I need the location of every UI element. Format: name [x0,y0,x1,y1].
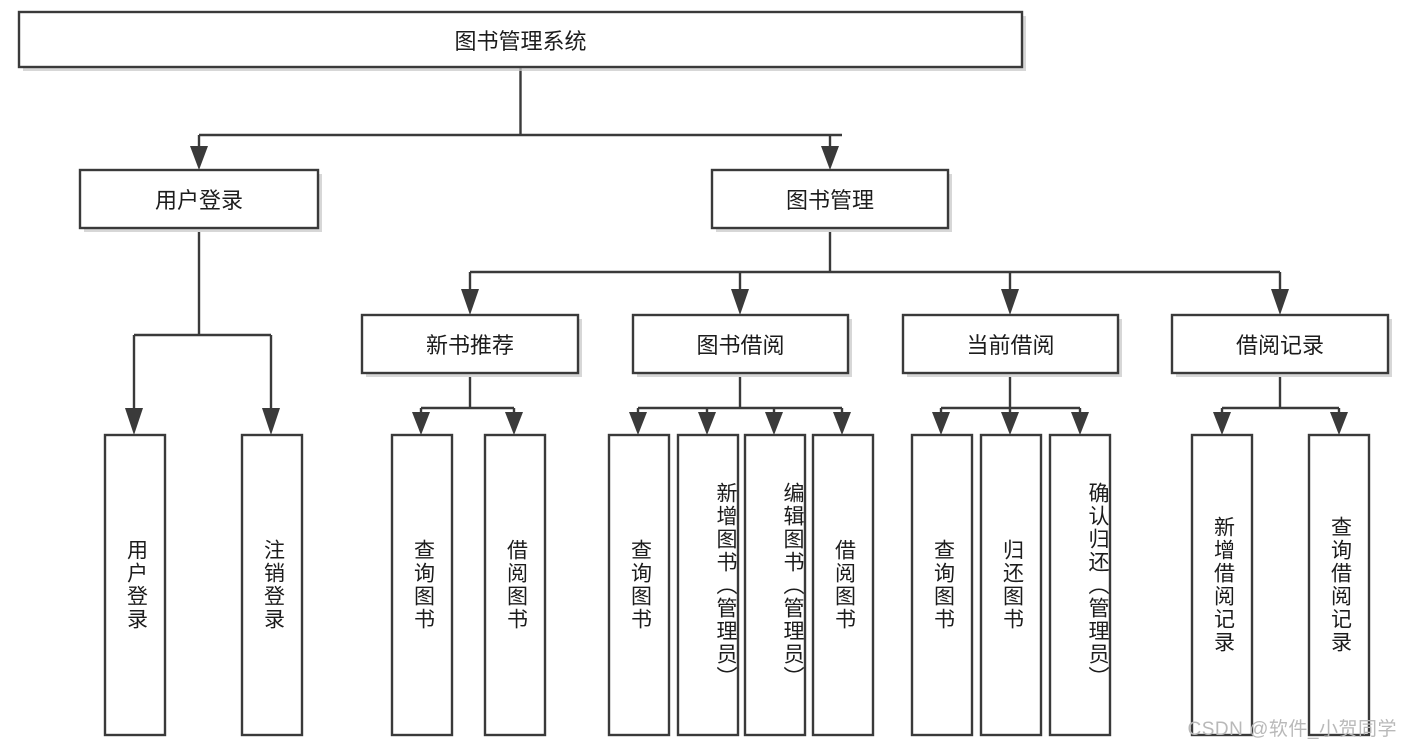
level3-node-box-borrow-record[interactable] [1170,313,1390,375]
leaf-node-box-new-book-0[interactable] [390,433,454,737]
level2-node-box-user-login[interactable] [78,168,320,230]
leaf-node-box-book-borrow-3[interactable] [811,433,875,737]
leaf-node-box-borrow-record-0[interactable] [1190,433,1254,737]
arrowhead-borrowrecord-leaf2 [1330,412,1348,435]
connector-group [125,67,1348,435]
arrowhead-newbook-leaf2 [505,412,523,435]
node-box-group [17,10,1392,737]
arrowhead-leaf-user-login [125,408,143,435]
arrowhead-bookborrow-leaf2 [698,412,716,435]
arrowhead-newbook [461,289,479,315]
arrowhead-bookborrow-leaf4 [833,412,851,435]
arrowhead-currentborrow-leaf2 [1001,412,1019,435]
arrowhead-bookborrow-leaf1 [629,412,647,435]
leaf-node-box-new-book-1[interactable] [483,433,547,737]
arrowhead-currentborrow-leaf1 [932,412,950,435]
leaf-node-box-current-borrow-0[interactable] [910,433,974,737]
arrowhead-user-login [190,146,208,170]
leaf-node-box-book-borrow-2[interactable] [743,433,807,737]
leaf-node-box-user-login-0[interactable] [103,433,167,737]
arrowhead-book-manage [821,146,839,170]
arrowhead-bookborrow-leaf3 [765,412,783,435]
leaf-node-box-borrow-record-1[interactable] [1307,433,1371,737]
arrowhead-currentborrow [1001,289,1019,315]
leaf-node-box-book-borrow-0[interactable] [607,433,671,737]
arrowhead-bookborrow [731,289,749,315]
arrowhead-leaf-logout [262,408,280,435]
level3-node-box-current-borrow[interactable] [901,313,1120,375]
level3-node-box-book-borrow[interactable] [631,313,850,375]
leaf-node-box-current-borrow-2[interactable] [1048,433,1112,737]
leaf-node-box-user-login-1[interactable] [240,433,304,737]
arrowhead-newbook-leaf1 [412,412,430,435]
arrowhead-borrowrecord [1271,289,1289,315]
leaf-node-box-current-borrow-1[interactable] [979,433,1043,737]
root-node-box[interactable] [17,10,1024,69]
level2-node-box-book-manage[interactable] [710,168,950,230]
leaf-node-box-book-borrow-1[interactable] [676,433,740,737]
csdn-watermark: CSDN @软件_小贺同学 [1187,719,1397,740]
arrowhead-currentborrow-leaf3 [1071,412,1089,435]
arrowhead-borrowrecord-leaf1 [1213,412,1231,435]
level3-node-box-new-book[interactable] [360,313,580,375]
